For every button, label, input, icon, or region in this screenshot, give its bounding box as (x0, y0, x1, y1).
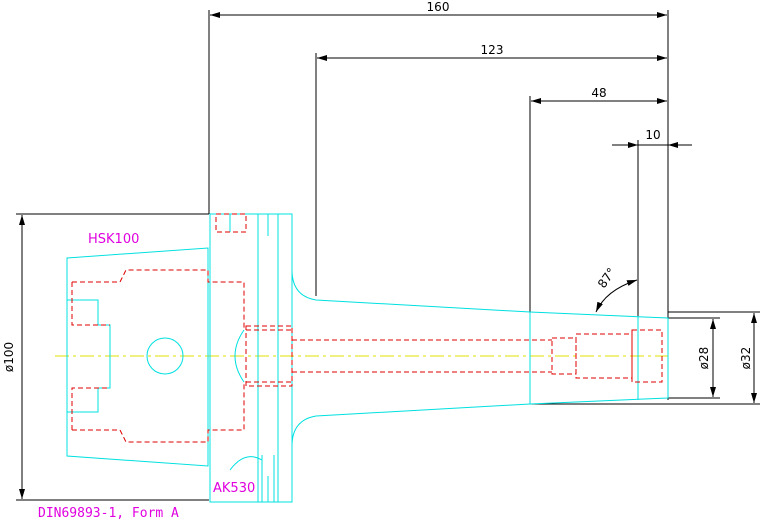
dim-taper-length: 48 (591, 86, 606, 100)
hidden-lines (71, 213, 663, 443)
holder-outline (66, 213, 669, 503)
dim-tip-diameter: ø32 (739, 347, 753, 370)
dim-bore-diameter: ø28 (697, 347, 711, 370)
dim-tip-length: 10 (645, 128, 660, 142)
dim-angle: 87° (595, 265, 619, 290)
dim-overall-length: 160 (427, 0, 450, 14)
dim-gauge-length: 123 (481, 43, 504, 57)
standard-caption: DIN69893-1, Form A (38, 506, 179, 521)
part-number-label: AK530 (213, 481, 255, 496)
extension-lines (16, 10, 760, 501)
dimension-lines (19, 12, 757, 499)
interface-label: HSK100 (88, 232, 139, 247)
dim-flange-diameter: ø100 (2, 342, 16, 372)
